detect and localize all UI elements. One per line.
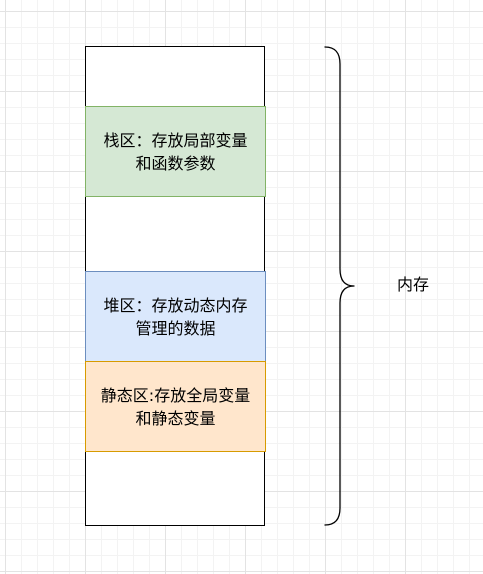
- static-segment-label: 静态区:存放全局变量 和静态变量: [100, 385, 251, 428]
- right-curly-brace: [324, 46, 355, 526]
- stack-segment: 栈区：存放局部变量 和函数参数: [85, 106, 266, 197]
- heap-segment-label: 堆区：存放动态内存 管理的数据: [103, 295, 248, 338]
- stack-segment-label: 栈区：存放局部变量 和函数参数: [103, 130, 248, 173]
- heap-segment: 堆区：存放动态内存 管理的数据: [85, 271, 266, 362]
- memory-label: 内存: [397, 275, 430, 294]
- static-segment: 静态区:存放全局变量 和静态变量: [85, 361, 266, 452]
